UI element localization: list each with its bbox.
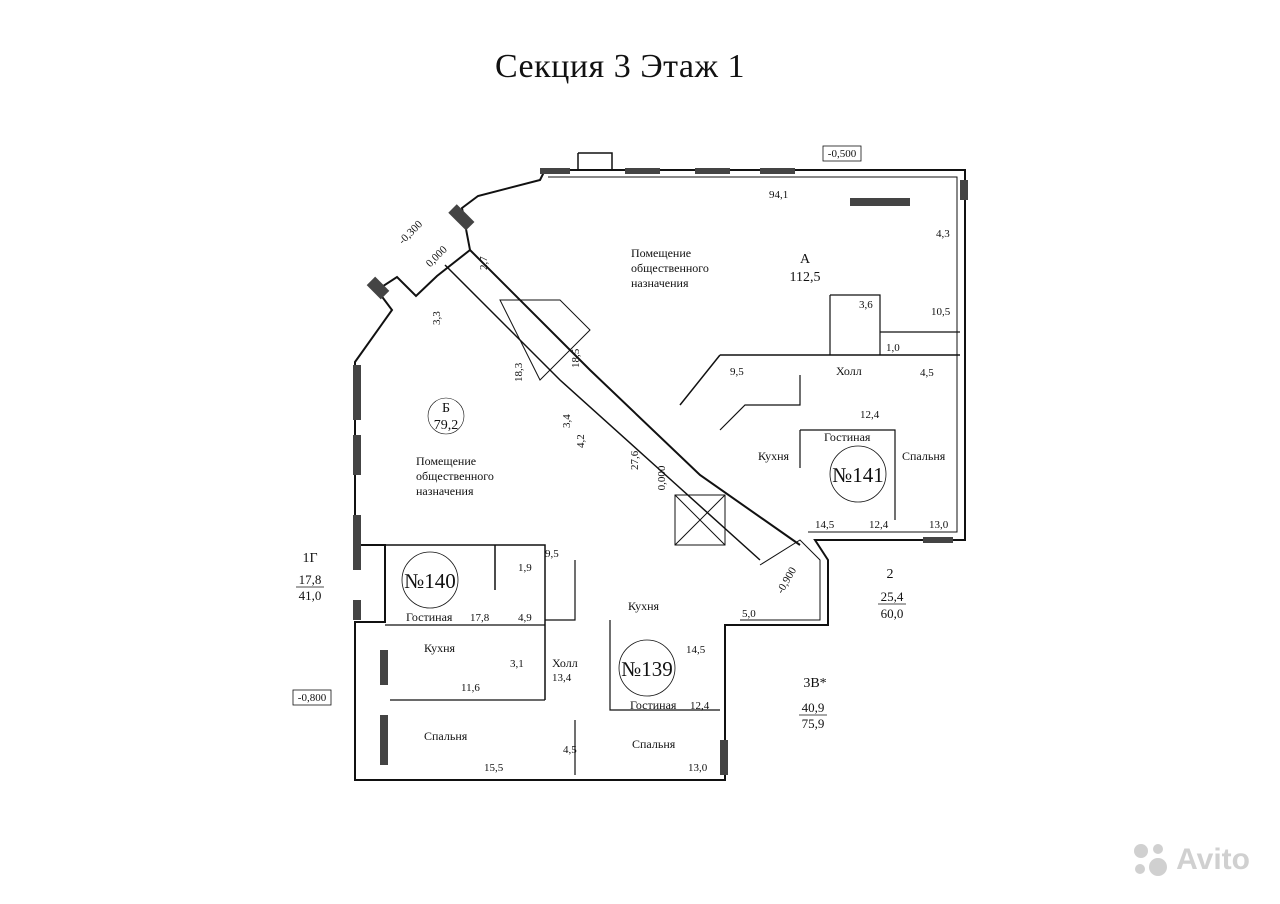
unit-a-letter: А: [800, 252, 811, 267]
avito-dots-icon: [1134, 844, 1168, 876]
apt-141-area-living: 25,4: [881, 589, 904, 604]
apt-140-area: 15,5: [484, 762, 504, 774]
apt-140-type: 1Г: [302, 551, 317, 566]
elevation-diag-left: -0,300: [396, 218, 425, 247]
apt-139-area: 13,0: [688, 762, 708, 774]
living-141: [799, 429, 896, 520]
unit-a-name-1: Помещение: [631, 246, 691, 260]
window-marks: [353, 168, 968, 775]
unit-a-room: 10,5: [931, 306, 951, 318]
wc-block: [829, 294, 960, 355]
apt-140-kitchen: Кухня: [424, 641, 456, 655]
apt-139-area-total: 75,9: [802, 716, 825, 731]
apt-139-kitchen: Кухня: [628, 599, 660, 613]
partition-diagonal: [469, 249, 801, 546]
walls: [354, 152, 966, 781]
apt-141-area: 13,0: [929, 519, 949, 531]
avito-watermark-text: Avito: [1176, 843, 1250, 876]
hall-141: [719, 375, 801, 431]
apt-139-area: 12,4: [690, 700, 710, 712]
unit-b-name-3: назначения: [416, 484, 474, 498]
elevator: [674, 494, 726, 546]
unit-b-name-2: общественного: [416, 469, 494, 483]
apt140-mid: [385, 624, 545, 701]
unit-b-room: 27,6: [629, 450, 641, 470]
apt-140-number: №140: [404, 569, 456, 593]
apt-139-area: 5,0: [742, 608, 756, 620]
apt-139-living: Гостиная: [630, 698, 677, 712]
elevation-bottom-left: -0,800: [292, 689, 332, 706]
apt-140: №140 Гостиная Кухня Спальня 9,5 1,9 17,8…: [296, 548, 559, 774]
apt-141-hall: Холл: [836, 364, 862, 378]
apt-141-kitchen: Кухня: [758, 449, 790, 463]
elevation-diag-left-text: -0,300: [396, 218, 425, 247]
right-bay: [740, 539, 821, 621]
apt-140-area-total: 41,0: [299, 588, 322, 603]
apt-139-area: 13,4: [552, 672, 572, 684]
elevation-center-text: 0,000: [656, 465, 668, 490]
apt-139-hall: Холл: [552, 656, 578, 670]
apt-140-area-living: 17,8: [299, 572, 322, 587]
elevation-bottom-left-text: -0,800: [298, 692, 327, 704]
elevation-center: 0,000: [656, 465, 668, 490]
elevation-top: -0,500: [822, 145, 862, 162]
elevation-right-bay: -0,900: [775, 565, 800, 596]
avito-watermark: Avito: [1130, 840, 1250, 880]
apt-141-bedroom: Спальня: [902, 449, 946, 463]
unit-b-letter: Б: [442, 401, 450, 416]
unit-a-room: 1,0: [886, 342, 900, 354]
unit-a-room: 3,6: [859, 299, 873, 311]
unit-b-label: Б 79,2 Помещение общественного назначени…: [416, 362, 641, 498]
apt-141-area: 9,5: [730, 366, 744, 378]
apt-139: №139 Кухня Холл Гостиная Спальня 5,0 14,…: [552, 599, 827, 774]
apt-139-area: 4,5: [563, 744, 577, 756]
plan-title: Секция 3 Этаж 1: [494, 48, 746, 85]
unit-b-room: 3,4: [561, 414, 573, 428]
apt-139-area: 14,5: [686, 644, 706, 656]
apt-141-number: №141: [832, 463, 884, 487]
apt-140-area: 17,8: [470, 612, 490, 624]
unit-a-room: 3,3: [431, 311, 443, 325]
apt-141-area-total: 60,0: [881, 606, 904, 621]
unit-b-room: 4,2: [575, 434, 587, 448]
unit-a-label: А 112,5 Помещение общественного назначен…: [431, 189, 951, 368]
unit-a-room: 4,3: [936, 228, 950, 240]
elevation-right-bay-text: -0,900: [775, 565, 800, 596]
apt-140-bedroom: Спальня: [424, 729, 468, 743]
apt-140-area: 3,1: [510, 658, 524, 670]
apt-141-living: Гостиная: [824, 430, 871, 444]
apt139-walls: [545, 560, 720, 775]
unit-a-name-3: назначения: [631, 276, 689, 290]
elevation-top-text: -0,500: [828, 148, 857, 160]
apt-141: №141 Гостиная Спальня Кухня Холл 9,5 4,5…: [730, 364, 949, 621]
apt-141-area: 12,4: [869, 519, 889, 531]
apt140-top: [355, 544, 546, 700]
apt-140-area: 11,6: [461, 682, 480, 694]
stair: [499, 299, 591, 381]
balcony-top: [577, 152, 613, 170]
unit-a-room: 18,5: [570, 348, 582, 368]
unit-a-room: 94,1: [769, 189, 788, 201]
unit-b-name-1: Помещение: [416, 454, 476, 468]
apt-141-area: 14,5: [815, 519, 835, 531]
apt-141-type: 2: [887, 567, 894, 582]
apt-139-area-living: 40,9: [802, 700, 825, 715]
apt-140-area: 9,5: [545, 548, 559, 560]
unit-b-room: 18,3: [513, 362, 525, 382]
partition-diagonal-2: [444, 264, 761, 561]
apt-139-type: 3В*: [803, 676, 826, 691]
apt-140-area: 1,9: [518, 562, 532, 574]
unit-b-area: 79,2: [434, 418, 459, 433]
unit-a-area: 112,5: [790, 270, 821, 285]
apt-140-living: Гостиная: [406, 610, 453, 624]
unit-a-room: 2,7: [478, 256, 490, 270]
unit-a-name-2: общественного: [631, 261, 709, 275]
apt-141-area: 12,4: [860, 409, 880, 421]
apt-141-area: 4,5: [920, 367, 934, 379]
apt-140-area: 4,9: [518, 612, 532, 624]
corridor-wall: [679, 354, 960, 406]
apt-139-number: №139: [621, 657, 673, 681]
apt-139-bedroom: Спальня: [632, 737, 676, 751]
